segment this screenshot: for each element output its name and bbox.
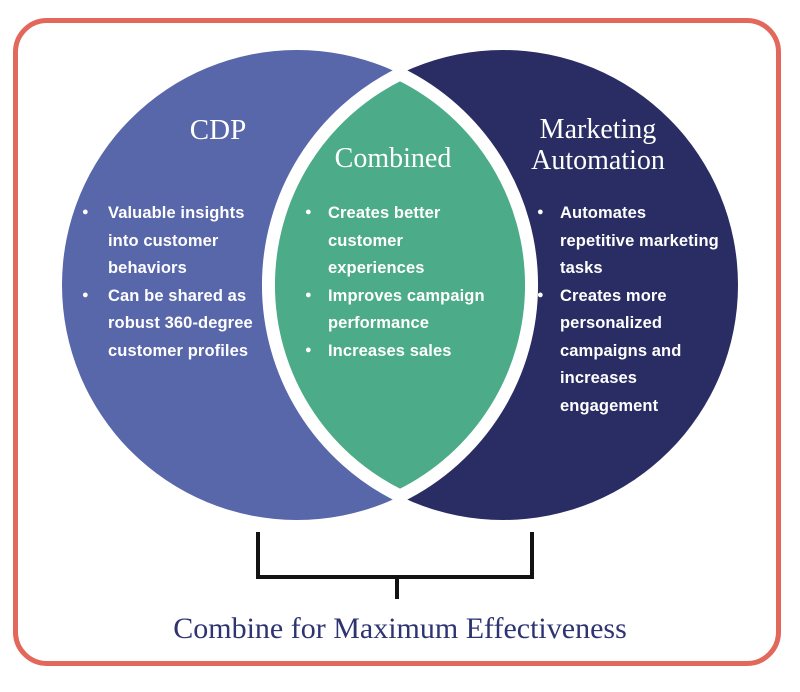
cdp-title: CDP: [189, 114, 247, 146]
list-item: Valuable insights into customer behavior…: [82, 200, 297, 283]
diagram-caption: Combine for Maximum Effectiveness: [173, 612, 627, 645]
combined-title: Combined: [334, 143, 452, 174]
bracket: [256, 532, 534, 599]
marketing-automation-title: Marketing Automation: [531, 114, 665, 176]
cdp-bullet-list: Valuable insights into customer behavior…: [82, 200, 297, 365]
list-item: Increases sales: [305, 338, 510, 366]
marketing-automation-bullet-list: Automates repetitive marketing tasksCrea…: [537, 200, 752, 420]
list-item: Creates better customer experiences: [305, 200, 510, 283]
diagram-border: [13, 18, 781, 666]
list-item: Creates more personalized campaigns and …: [537, 283, 752, 421]
list-item: Automates repetitive marketing tasks: [537, 200, 752, 283]
list-item: Can be shared as robust 360-degree custo…: [82, 283, 297, 366]
list-item: Improves campaign performance: [305, 283, 510, 338]
combined-bullet-list: Creates better customer experiencesImpro…: [305, 200, 510, 365]
